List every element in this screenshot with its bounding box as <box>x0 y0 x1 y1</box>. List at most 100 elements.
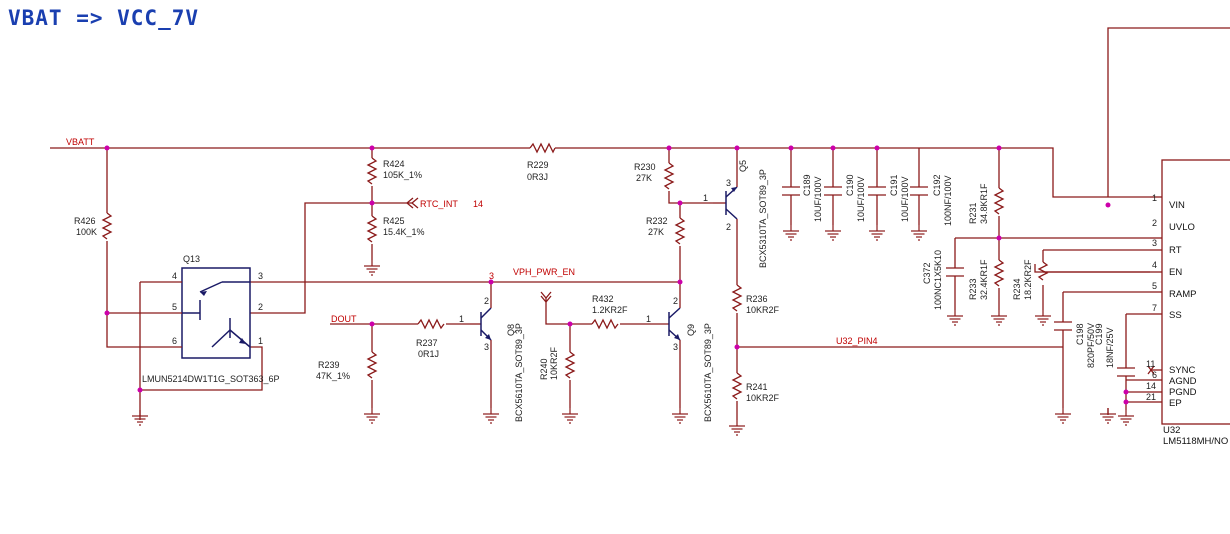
q13-symbol <box>140 267 251 359</box>
u32-body <box>1147 159 1230 425</box>
q13-pin-4: 4 <box>172 271 177 281</box>
r230-value: 27K <box>636 173 652 183</box>
q9-pin-2: 2 <box>673 296 678 306</box>
r432-ref: R432 <box>592 294 614 304</box>
c191-value: 10UF/100V <box>900 176 910 222</box>
net-u32-pin4: U32_PIN4 <box>836 336 878 346</box>
q13-ref: Q13 <box>183 254 200 264</box>
u32-pin-num: 5 <box>1152 281 1157 291</box>
r239-value: 47K_1% <box>316 371 350 381</box>
q9-part: BCX5610TA_SOT89_3P <box>703 323 713 422</box>
net-vph-node: 3 <box>489 271 494 281</box>
q9-symbol <box>652 297 681 352</box>
r231-value: 34.8KR1F <box>979 183 989 224</box>
c192-ref: C192 <box>932 174 942 196</box>
c372-value: 100NC1X5K10 <box>933 250 943 310</box>
u32-pin-name: PGND <box>1169 387 1197 398</box>
r231-ref: R231 <box>968 202 978 224</box>
c372-ref: C372 <box>922 262 932 284</box>
q13-pin-3: 3 <box>258 271 263 281</box>
c190-value: 10UF/100V <box>856 176 866 222</box>
u32-pin-name: EN <box>1169 267 1182 278</box>
u32-pin-name: AGND <box>1169 376 1197 387</box>
r232-ref: R232 <box>646 216 668 226</box>
r240-ref: R240 <box>539 358 549 380</box>
u32-pin-name: RT <box>1169 245 1182 256</box>
q8-pin-1: 1 <box>459 314 464 324</box>
r241-ref: R241 <box>746 382 768 392</box>
q13-part: LMUN5214DW1T1G_SOT363_6P <box>142 374 280 384</box>
c192-value: 100NF/100V <box>943 175 953 226</box>
r432-value: 1.2KR2F <box>592 305 628 315</box>
u32-pin-num: 14 <box>1146 381 1156 391</box>
q5-ref: Q5 <box>738 160 748 172</box>
net-dout: DOUT <box>331 314 357 324</box>
u32-pin-name: UVLO <box>1169 222 1195 233</box>
r232-value: 27K <box>648 227 664 237</box>
c198-ref: C198 <box>1075 323 1085 345</box>
ground-symbols <box>131 224 1135 436</box>
q5-pin-1: 1 <box>703 193 708 203</box>
u32-pin-name: SS <box>1169 310 1182 321</box>
u32-pin-num: 6 <box>1152 370 1157 380</box>
u32-pin-num: 21 <box>1146 392 1156 402</box>
r237-value: 0R1J <box>418 349 439 359</box>
r234-ref: R234 <box>1012 278 1022 300</box>
q5-pin-2: 2 <box>726 222 731 232</box>
q8-pin-2: 2 <box>484 296 489 306</box>
r233-value: 32.4KR1F <box>979 259 989 300</box>
r229-value: 0R3J <box>527 172 548 182</box>
u32-pin-num: 4 <box>1152 260 1157 270</box>
r239-ref: R239 <box>318 360 340 370</box>
c199-ref: C199 <box>1094 323 1104 345</box>
net-rtc-int: RTC_INT <box>420 199 458 209</box>
u32-pin-num: 11 <box>1146 359 1155 369</box>
u32-pin-num: 7 <box>1152 303 1157 313</box>
u32-pin-name: VIN <box>1169 200 1185 211</box>
q13-pin-6: 6 <box>172 336 177 346</box>
c190-ref: C190 <box>845 174 855 196</box>
q9-pin-1: 1 <box>646 314 651 324</box>
q9-pin-3: 3 <box>673 342 678 352</box>
r241-value: 10KR2F <box>746 393 780 403</box>
c199-value: 18NF/25V <box>1105 327 1115 368</box>
r236-ref: R236 <box>746 294 768 304</box>
u32-ref: U32 <box>1163 425 1180 436</box>
q5-pin-3: 3 <box>726 178 731 188</box>
r424-value: 105K_1% <box>383 170 422 180</box>
q13-pin-5: 5 <box>172 302 177 312</box>
c198-value: 820PF/50V <box>1086 323 1096 368</box>
c189-ref: C189 <box>802 174 812 196</box>
u32-pin-name: SYNC <box>1169 365 1196 376</box>
r229-ref: R229 <box>527 160 549 170</box>
net-vbatt: VBATT <box>66 137 95 147</box>
input-arrow-symbol <box>540 291 552 304</box>
u32-pin-num: 3 <box>1152 238 1157 248</box>
resistor-symbols <box>101 142 1049 400</box>
net-vph-pwr-en: VPH_PWR_EN <box>513 267 575 277</box>
r230-ref: R230 <box>634 162 656 172</box>
junction-dots <box>104 145 1129 405</box>
r233-ref: R233 <box>968 278 978 300</box>
c189-value: 10UF/100V <box>813 176 823 222</box>
r425-value: 15.4K_1% <box>383 227 425 237</box>
r237-ref: R237 <box>416 338 438 348</box>
r236-value: 10KR2F <box>746 305 780 315</box>
r425-ref: R425 <box>383 216 405 226</box>
q5-part: BCX5310TA_SOT89_3P <box>758 169 768 268</box>
u32-pins: 1 VIN 2 UVLO 3 RT 4 EN 5 RAMP 7 SS 11 SY… <box>1146 193 1197 409</box>
r234-value: 18.2KR2F <box>1023 259 1033 300</box>
q5-symbol <box>713 180 738 225</box>
q13-pin-1: 1 <box>258 336 263 346</box>
r424-ref: R424 <box>383 159 405 169</box>
q9-ref: Q9 <box>686 324 696 336</box>
q8-symbol <box>470 297 492 352</box>
q8-part: BCX5610TA_SOT89_3P <box>514 323 524 422</box>
r426-ref: R426 <box>74 216 96 226</box>
u32-pin-num: 2 <box>1152 218 1157 228</box>
c191-ref: C191 <box>889 174 899 196</box>
diagram-title: VBAT => VCC_7V <box>8 6 200 30</box>
u32-pin-name: RAMP <box>1169 289 1196 300</box>
r426-value: 100K <box>76 227 97 237</box>
